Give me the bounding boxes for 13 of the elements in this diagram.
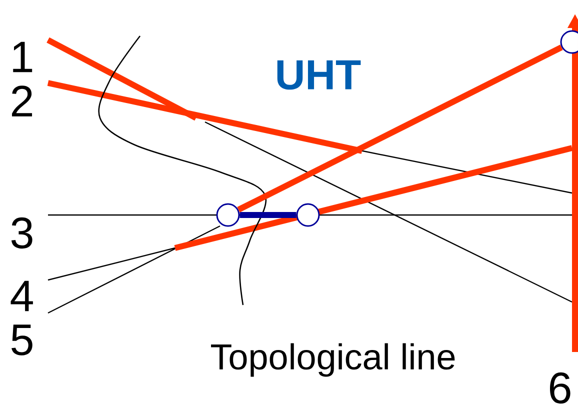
line-number: 6	[550, 372, 570, 404]
line-number: 2	[12, 86, 32, 116]
line-number: 3	[11, 217, 32, 249]
line-segment	[237, 44, 563, 212]
line-number: 4	[10, 280, 33, 312]
title: UHT	[277, 60, 361, 90]
vertex-circle	[296, 203, 320, 227]
vertex-circle	[560, 30, 578, 54]
line-number: 5	[12, 324, 32, 356]
line-segment	[240, 212, 296, 218]
vertex-circle	[216, 203, 240, 227]
line-number: 1	[13, 42, 32, 72]
curve-label: Topological line	[211, 343, 455, 377]
